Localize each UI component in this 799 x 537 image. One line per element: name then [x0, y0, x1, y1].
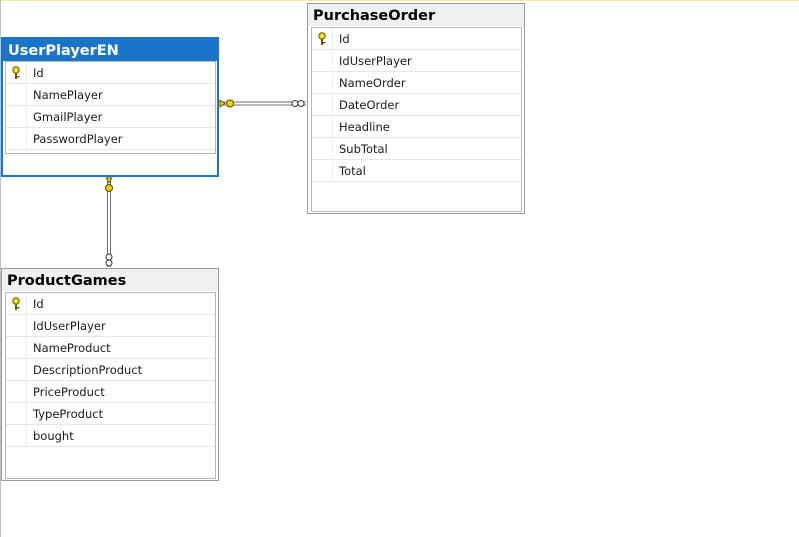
- row-selector[interactable]: [312, 183, 333, 204]
- primary-key-icon: [12, 297, 20, 310]
- table-purchaseorder[interactable]: PurchaseOrder Id IdUserPlayer NameOrder …: [307, 3, 525, 214]
- row-selector[interactable]: [312, 73, 333, 94]
- canvas-left-edge: [0, 0, 1, 537]
- row-selector[interactable]: [6, 107, 27, 128]
- row-selector[interactable]: [6, 316, 27, 337]
- column-row[interactable]: IdUserPlayer: [6, 315, 215, 337]
- column-row[interactable]: PasswordPlayer: [6, 128, 215, 150]
- row-selector[interactable]: [6, 338, 27, 359]
- column-name: Headline: [339, 120, 390, 134]
- column-name: PriceProduct: [33, 385, 105, 399]
- column-name: IdUserPlayer: [33, 319, 106, 333]
- table-productgames[interactable]: ProductGames Id IdUserPlayer NameProduct: [1, 268, 219, 481]
- column-name: DateOrder: [339, 98, 400, 112]
- row-selector[interactable]: [312, 95, 333, 116]
- row-selector[interactable]: [6, 360, 27, 381]
- column-row[interactable]: NameProduct: [6, 337, 215, 359]
- column-grid: Id IdUserPlayer NameOrder DateOrder Head…: [311, 27, 522, 212]
- empty-column-row[interactable]: [6, 447, 215, 469]
- column-name: NamePlayer: [33, 88, 103, 102]
- column-name: TypeProduct: [33, 407, 104, 421]
- row-selector[interactable]: [6, 63, 27, 84]
- column-name: DescriptionProduct: [33, 363, 143, 377]
- column-row-id[interactable]: Id: [6, 293, 215, 315]
- column-row[interactable]: TypeProduct: [6, 403, 215, 425]
- row-selector[interactable]: [312, 117, 333, 138]
- column-grid: Id IdUserPlayer NameProduct DescriptionP…: [5, 292, 216, 479]
- table-title[interactable]: ProductGames: [2, 269, 218, 291]
- infinity-end-icon: [291, 100, 305, 107]
- table-userplayeren[interactable]: UserPlayerEN Id NamePlayer GmailPlayer P…: [1, 37, 219, 177]
- key-end-icon: [219, 99, 234, 108]
- column-row[interactable]: Total: [312, 160, 521, 182]
- relationship-userplayeren-productgames[interactable]: [105, 177, 113, 267]
- column-row[interactable]: NamePlayer: [6, 84, 215, 106]
- row-selector[interactable]: [312, 29, 333, 50]
- relationship-userplayeren-purchaseorder[interactable]: [219, 99, 306, 108]
- column-name: NameOrder: [339, 76, 406, 90]
- column-row[interactable]: GmailPlayer: [6, 106, 215, 128]
- column-name: NameProduct: [33, 341, 111, 355]
- row-selector[interactable]: [312, 139, 333, 160]
- column-name: bought: [33, 429, 74, 443]
- empty-column-row[interactable]: [312, 182, 521, 204]
- key-end-icon: [105, 177, 113, 192]
- column-name: SubTotal: [339, 142, 388, 156]
- column-name: Id: [339, 32, 350, 46]
- column-row[interactable]: IdUserPlayer: [312, 50, 521, 72]
- row-selector[interactable]: [6, 426, 27, 447]
- row-selector[interactable]: [6, 382, 27, 403]
- column-row[interactable]: NameOrder: [312, 72, 521, 94]
- column-row[interactable]: Headline: [312, 116, 521, 138]
- canvas-top-edge: [0, 0, 799, 1]
- column-name: IdUserPlayer: [339, 54, 412, 68]
- row-selector[interactable]: [312, 51, 333, 72]
- column-grid: Id NamePlayer GmailPlayer PasswordPlayer: [5, 61, 216, 154]
- column-name: PasswordPlayer: [33, 132, 123, 146]
- column-row-id[interactable]: Id: [6, 62, 215, 84]
- column-name: Id: [33, 66, 44, 80]
- row-selector[interactable]: [6, 129, 27, 150]
- column-name: Id: [33, 297, 44, 311]
- primary-key-icon: [318, 32, 326, 45]
- row-selector[interactable]: [6, 404, 27, 425]
- column-row[interactable]: PriceProduct: [6, 381, 215, 403]
- primary-key-icon: [12, 66, 20, 79]
- table-title[interactable]: PurchaseOrder: [308, 4, 524, 26]
- column-name: GmailPlayer: [33, 110, 103, 124]
- column-name: Total: [339, 164, 366, 178]
- column-row[interactable]: bought: [6, 425, 215, 447]
- infinity-end-icon: [105, 253, 113, 267]
- table-title[interactable]: UserPlayerEN: [3, 39, 217, 61]
- row-selector[interactable]: [312, 161, 333, 182]
- column-row-id[interactable]: Id: [312, 28, 521, 50]
- row-selector[interactable]: [6, 85, 27, 106]
- row-selector[interactable]: [6, 448, 27, 469]
- column-row[interactable]: DescriptionProduct: [6, 359, 215, 381]
- column-row[interactable]: SubTotal: [312, 138, 521, 160]
- row-selector[interactable]: [6, 294, 27, 315]
- column-row[interactable]: DateOrder: [312, 94, 521, 116]
